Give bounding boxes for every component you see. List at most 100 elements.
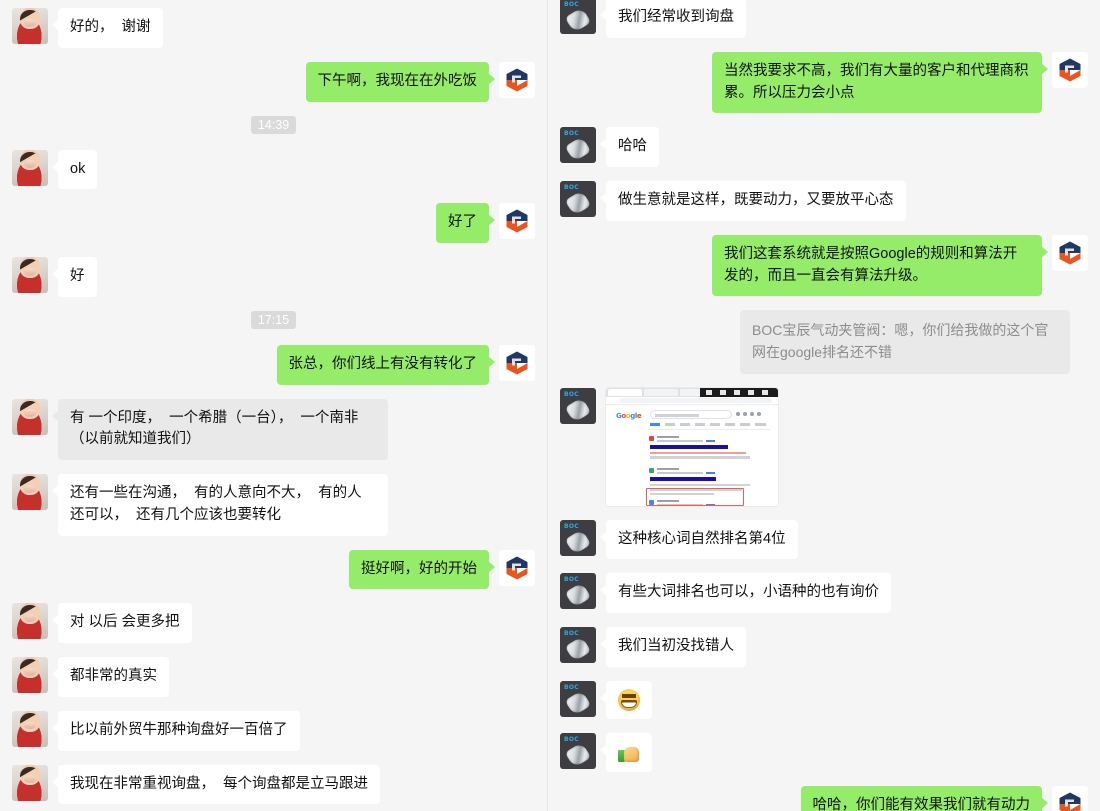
message-bubble[interactable]: 当然我要求不高，我们有大量的客户和代理商积累。所以压力会小点 <box>712 51 1048 114</box>
avatar-self[interactable] <box>1052 234 1088 271</box>
message-row[interactable]: ok <box>0 149 547 190</box>
message-row[interactable]: BOC 哈哈 <box>548 127 1100 167</box>
message-row[interactable]: BOC <box>548 733 1100 772</box>
message-bubble[interactable]: 我们这套系统就是按照Google的规则和算法开发的，而且一直会有算法升级。 <box>712 234 1048 297</box>
company-logo-icon <box>1059 241 1081 265</box>
avatar-boc-contact[interactable]: BOC <box>560 519 596 556</box>
message-bubble[interactable]: 我们经常收到询盘 <box>600 0 746 38</box>
message-bubble[interactable]: 哈哈，你们能有效果我们就有动力 <box>800 785 1048 811</box>
redacted-bar <box>700 387 778 397</box>
message-row[interactable]: 还有一些在沟通， 有的人意向不大， 有的人还可以， 还有几个应该也要转化 <box>0 474 547 536</box>
avatar-boc-contact[interactable]: BOC <box>560 127 596 164</box>
avatar-boc-contact[interactable]: BOC <box>560 181 596 217</box>
message-bubble[interactable]: 好 <box>52 257 97 297</box>
result-more-link[interactable] <box>706 439 715 443</box>
message-row[interactable]: 好的， 谢谢 <box>0 8 547 48</box>
message-bubble[interactable]: 比以前外贸牛那种询盘好一百倍了 <box>52 710 300 751</box>
timestamp-label: 14:39 <box>250 115 297 134</box>
message-row[interactable]: 我们这套系统就是按照Google的规则和算法开发的，而且一直会有算法升级。 <box>548 234 1100 297</box>
avatar-contact[interactable] <box>12 474 48 510</box>
avatar-self[interactable] <box>499 549 535 586</box>
message-row[interactable]: 当然我要求不高，我们有大量的客户和代理商积累。所以压力会小点 <box>548 51 1100 114</box>
avatar-contact[interactable] <box>12 149 48 186</box>
quoted-message-row[interactable]: BOC宝辰气动夹管阀：嗯，你们给我做的这个官网在google排名还不错 <box>548 310 1100 374</box>
avatar-self[interactable] <box>499 203 535 240</box>
result-title[interactable] <box>650 444 728 449</box>
avatar-contact[interactable] <box>12 710 48 747</box>
search-results-page: Google <box>606 405 778 506</box>
avatar-boc-contact[interactable]: BOC <box>560 680 596 717</box>
avatar-self[interactable] <box>1052 51 1088 88</box>
message-row[interactable]: 都非常的真实 <box>0 657 547 697</box>
result-title[interactable] <box>650 476 716 481</box>
message-row[interactable]: 有 一个印度， 一个希腊（一台）， 一个南非（以前就知道我们） <box>0 398 547 460</box>
message-row[interactable]: 挺好啊，好的开始 <box>0 549 547 590</box>
message-bubble[interactable]: 哈哈 <box>600 127 659 167</box>
avatar-boc-contact[interactable]: BOC <box>560 627 596 664</box>
avatar-contact[interactable] <box>12 398 48 435</box>
message-row[interactable]: 好 <box>0 257 547 297</box>
message-row[interactable]: BOC 有些大词排名也可以，小语种的也有询价 <box>548 573 1100 614</box>
avatar-contact[interactable] <box>12 603 48 640</box>
avatar-contact[interactable] <box>12 657 48 693</box>
avatar-self[interactable] <box>499 344 535 381</box>
message-row[interactable]: 张总，你们线上有没有转化了 <box>0 344 547 385</box>
message-bubble[interactable]: 做生意就是这样，既要动力，又要放平心态 <box>600 181 906 221</box>
browser-address-bar[interactable] <box>606 396 778 405</box>
message-row[interactable]: BOC <box>548 680 1100 720</box>
valve-icon <box>564 528 592 555</box>
emoji-message-bubble[interactable] <box>600 680 652 720</box>
message-bubble[interactable]: 好了 <box>436 203 495 243</box>
avatar-contact[interactable] <box>12 257 48 293</box>
message-row[interactable]: 下午啊，我现在在外吃饭 <box>0 61 547 102</box>
message-row[interactable]: 好了 <box>0 203 547 243</box>
message-bubble[interactable]: 我们当初没找错人 <box>600 627 746 667</box>
message-row[interactable]: 我现在非常重视询盘， 每个询盘都是立马跟进 <box>0 764 547 805</box>
result-more-link[interactable] <box>706 471 715 475</box>
google-search-box[interactable] <box>650 409 732 419</box>
message-row[interactable]: 哈哈，你们能有效果我们就有动力 <box>548 785 1100 811</box>
message-bubble[interactable]: 好的， 谢谢 <box>52 8 163 48</box>
quoted-message-text: BOC宝辰气动夹管阀：嗯，你们给我做的这个官网在google排名还不错 <box>740 310 1070 374</box>
avatar-self[interactable] <box>499 61 535 98</box>
avatar-self[interactable] <box>1052 785 1088 811</box>
avatar-contact[interactable] <box>12 8 48 44</box>
search-tools[interactable] <box>755 422 766 426</box>
message-bubble[interactable]: 下午啊，我现在在外吃饭 <box>305 61 495 102</box>
search-vertical-tabs[interactable] <box>650 422 750 426</box>
message-bubble[interactable]: 还有一些在沟通， 有的人意向不大， 有的人还可以， 还有几个应该也要转化 <box>52 474 388 536</box>
message-row[interactable]: 对 以后 会更多把 <box>0 603 547 643</box>
message-row[interactable]: BOC Google <box>548 387 1100 506</box>
avatar-boc-contact[interactable]: BOC <box>560 733 596 770</box>
company-logo-icon <box>506 209 528 233</box>
message-bubble[interactable]: 有 一个印度， 一个希腊（一台）， 一个南非（以前就知道我们） <box>52 398 388 460</box>
message-bubble[interactable]: 挺好啊，好的开始 <box>349 549 495 590</box>
valve-icon <box>564 636 592 663</box>
avatar-boc-label: BOC <box>564 576 579 584</box>
image-message-thumbnail[interactable]: Google <box>606 387 778 506</box>
favicon-icon <box>649 435 654 441</box>
message-bubble[interactable]: 对 以后 会更多把 <box>52 603 192 643</box>
avatar-boc-contact[interactable]: BOC <box>560 573 596 610</box>
message-row[interactable]: 比以前外贸牛那种询盘好一百倍了 <box>0 710 547 751</box>
avatar-boc-contact[interactable]: BOC <box>560 387 596 424</box>
valve-icon <box>564 190 592 216</box>
message-bubble[interactable]: ok <box>51 149 98 190</box>
avatar-boc-label: BOC <box>564 130 579 138</box>
message-bubble[interactable]: 我现在非常重视询盘， 每个询盘都是立马跟进 <box>51 764 381 805</box>
message-bubble[interactable]: 都非常的真实 <box>52 657 169 697</box>
avatar-boc-contact[interactable]: BOC <box>560 0 596 34</box>
message-bubble[interactable]: 有些大词排名也可以，小语种的也有询价 <box>600 573 891 614</box>
avatar-contact[interactable] <box>12 764 48 801</box>
emoji-message-bubble[interactable] <box>600 733 652 772</box>
message-bubble[interactable]: 这种核心词自然排名第4位 <box>600 519 798 560</box>
message-bubble[interactable]: 张总，你们线上有没有转化了 <box>276 344 495 385</box>
